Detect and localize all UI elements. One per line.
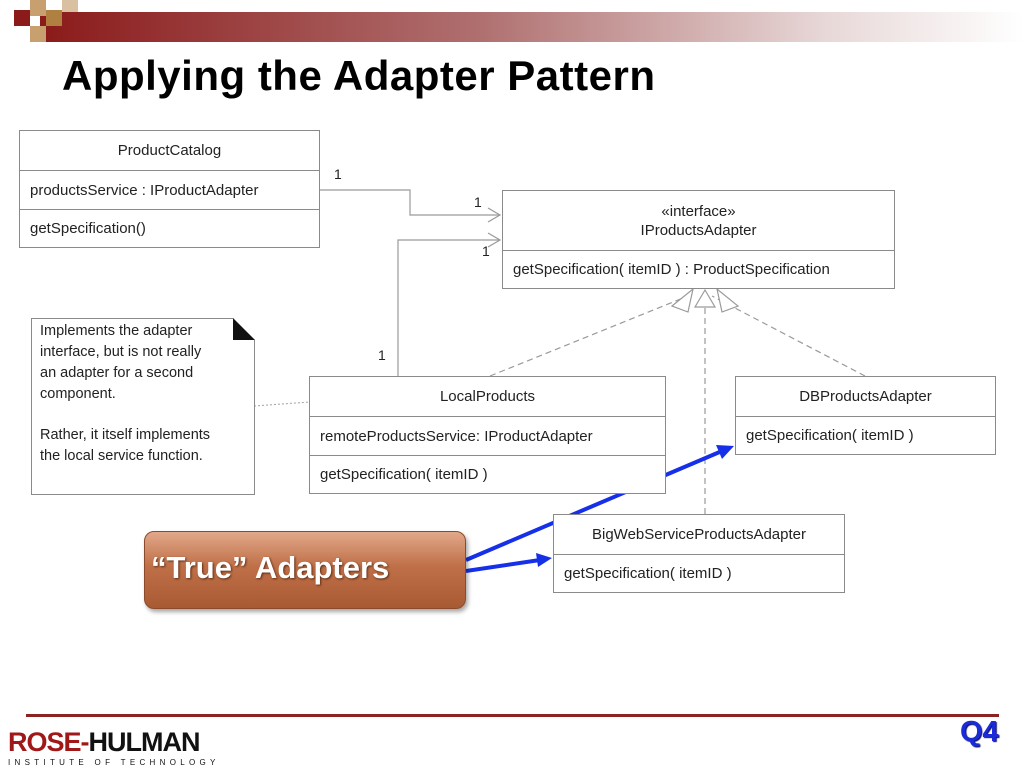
association-catalog-arrowhead xyxy=(487,207,502,223)
logo-subtitle: INSTITUTE OF TECHNOLOGY xyxy=(8,758,220,767)
class-attribute: productsService : IProductAdapter xyxy=(20,170,319,209)
class-name: LocalProducts xyxy=(439,388,536,405)
logo-rose: ROSE- xyxy=(8,727,90,757)
interface-stereotype: «interface» xyxy=(661,202,736,220)
interface-iproducts-adapter: «interface» IProductsAdapter getSpecific… xyxy=(502,190,895,289)
class-name: BigWebServiceProductsAdapter xyxy=(592,526,806,543)
class-name: DBProductsAdapter xyxy=(799,388,932,405)
realization-db xyxy=(711,295,866,377)
callout-label: “True” Adapters xyxy=(151,550,390,585)
class-attribute: remoteProductsService: IProductAdapter xyxy=(310,416,665,455)
callout-arrowhead-db xyxy=(716,445,734,459)
note-line: Rather, it itself implements xyxy=(40,427,211,443)
class-method: getSpecification( itemID ) xyxy=(736,416,995,454)
callout-arrowhead-bigweb xyxy=(536,553,552,567)
realization-head-center xyxy=(693,288,717,308)
class-product-catalog: ProductCatalog productsService : IProduc… xyxy=(19,130,320,248)
callout-arrow-db xyxy=(465,449,723,562)
interface-header: «interface» IProductsAdapter xyxy=(503,191,894,250)
uml-note: Implements the adapter interface, but is… xyxy=(31,318,255,495)
class-name: ProductCatalog xyxy=(117,142,222,159)
realization-head-right xyxy=(716,287,740,313)
class-db-products-adapter: DBProductsAdapter getSpecification( item… xyxy=(735,376,996,455)
note-line: the local service function. xyxy=(40,448,203,464)
note-folded-corner-icon xyxy=(233,318,255,340)
header-banner xyxy=(14,0,1024,42)
association-catalog-line xyxy=(320,189,500,216)
class-method: getSpecification( itemID ) xyxy=(310,455,665,493)
association-local-arrowhead xyxy=(487,232,502,248)
multiplicity-interface-b: 1 xyxy=(482,243,490,259)
realization-head-left xyxy=(670,287,694,313)
logo-hulman: HULMAN xyxy=(88,727,201,757)
true-adapters-callout: “True” Adapters xyxy=(144,531,466,609)
note-line: interface, but is not really xyxy=(40,344,202,360)
class-method: getSpecification( itemID ) xyxy=(554,554,844,592)
note-line: an adapter for a second xyxy=(40,365,194,381)
multiplicity-catalog: 1 xyxy=(334,166,342,182)
footer-rule xyxy=(26,714,999,717)
question-tag: Q4 xyxy=(960,716,999,748)
interface-method: getSpecification( itemID ) : ProductSpec… xyxy=(503,250,894,288)
interface-name: IProductsAdapter xyxy=(640,221,757,239)
realization-local xyxy=(489,295,689,377)
association-local-line xyxy=(397,239,500,376)
class-local-products: LocalProducts remoteProductsService: IPr… xyxy=(309,376,666,494)
note-line: Implements the adapter xyxy=(40,323,193,339)
class-bigweb-adapter: BigWebServiceProductsAdapter getSpecific… xyxy=(553,514,845,593)
class-method: getSpecification() xyxy=(20,209,319,247)
note-line: component. xyxy=(40,386,116,402)
slide-title: Applying the Adapter Pattern xyxy=(62,52,656,99)
callout-arrow-bigweb xyxy=(465,558,541,573)
multiplicity-interface-a: 1 xyxy=(474,194,482,210)
rose-hulman-logo: ROSE-HULMAN INSTITUTE OF TECHNOLOGY xyxy=(8,727,220,768)
multiplicity-local: 1 xyxy=(378,347,386,363)
